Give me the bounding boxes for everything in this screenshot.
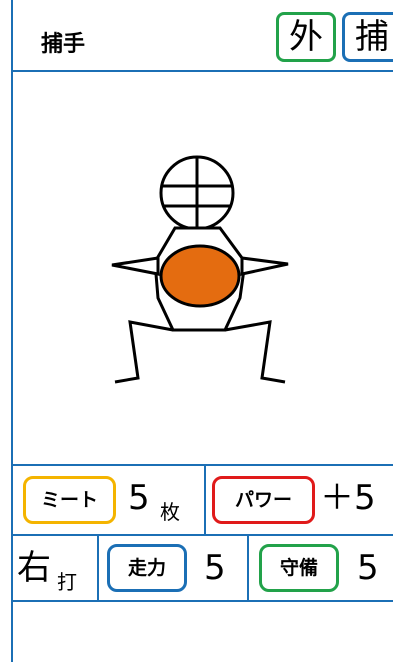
defense-label: 守備: [259, 544, 339, 592]
meet-value: 5: [128, 478, 150, 518]
speed-value: 5: [204, 548, 226, 588]
meet-unit: 枚: [160, 500, 180, 524]
power-cell: パワー ＋5: [206, 466, 393, 534]
power-label: パワー: [212, 476, 315, 524]
batting-unit: 打: [57, 570, 77, 594]
position-title: 捕手: [41, 32, 86, 57]
batting-hand: 右: [17, 548, 51, 588]
meet-label: ミート: [23, 476, 116, 524]
batting-cell: 右 打: [11, 536, 99, 600]
speed-label: 走力: [107, 544, 187, 592]
defense-cell: 守備 5: [249, 536, 393, 600]
meet-cell: ミート 5 枚: [11, 466, 206, 534]
stats-row-2: 右 打 走力 5 守備 5: [11, 534, 393, 602]
catcher-badge[interactable]: 捕: [342, 12, 393, 62]
stats-row-1: ミート 5 枚 パワー ＋5: [11, 464, 393, 534]
card-frame: [11, 0, 393, 662]
catcher-figure-icon: [111, 155, 289, 384]
defense-value: 5: [357, 548, 379, 588]
speed-cell: 走力 5: [99, 536, 249, 600]
outfielder-badge[interactable]: 外: [276, 12, 336, 62]
power-value: ＋5: [320, 478, 376, 518]
card-header: 捕手 外 捕: [11, 0, 393, 72]
